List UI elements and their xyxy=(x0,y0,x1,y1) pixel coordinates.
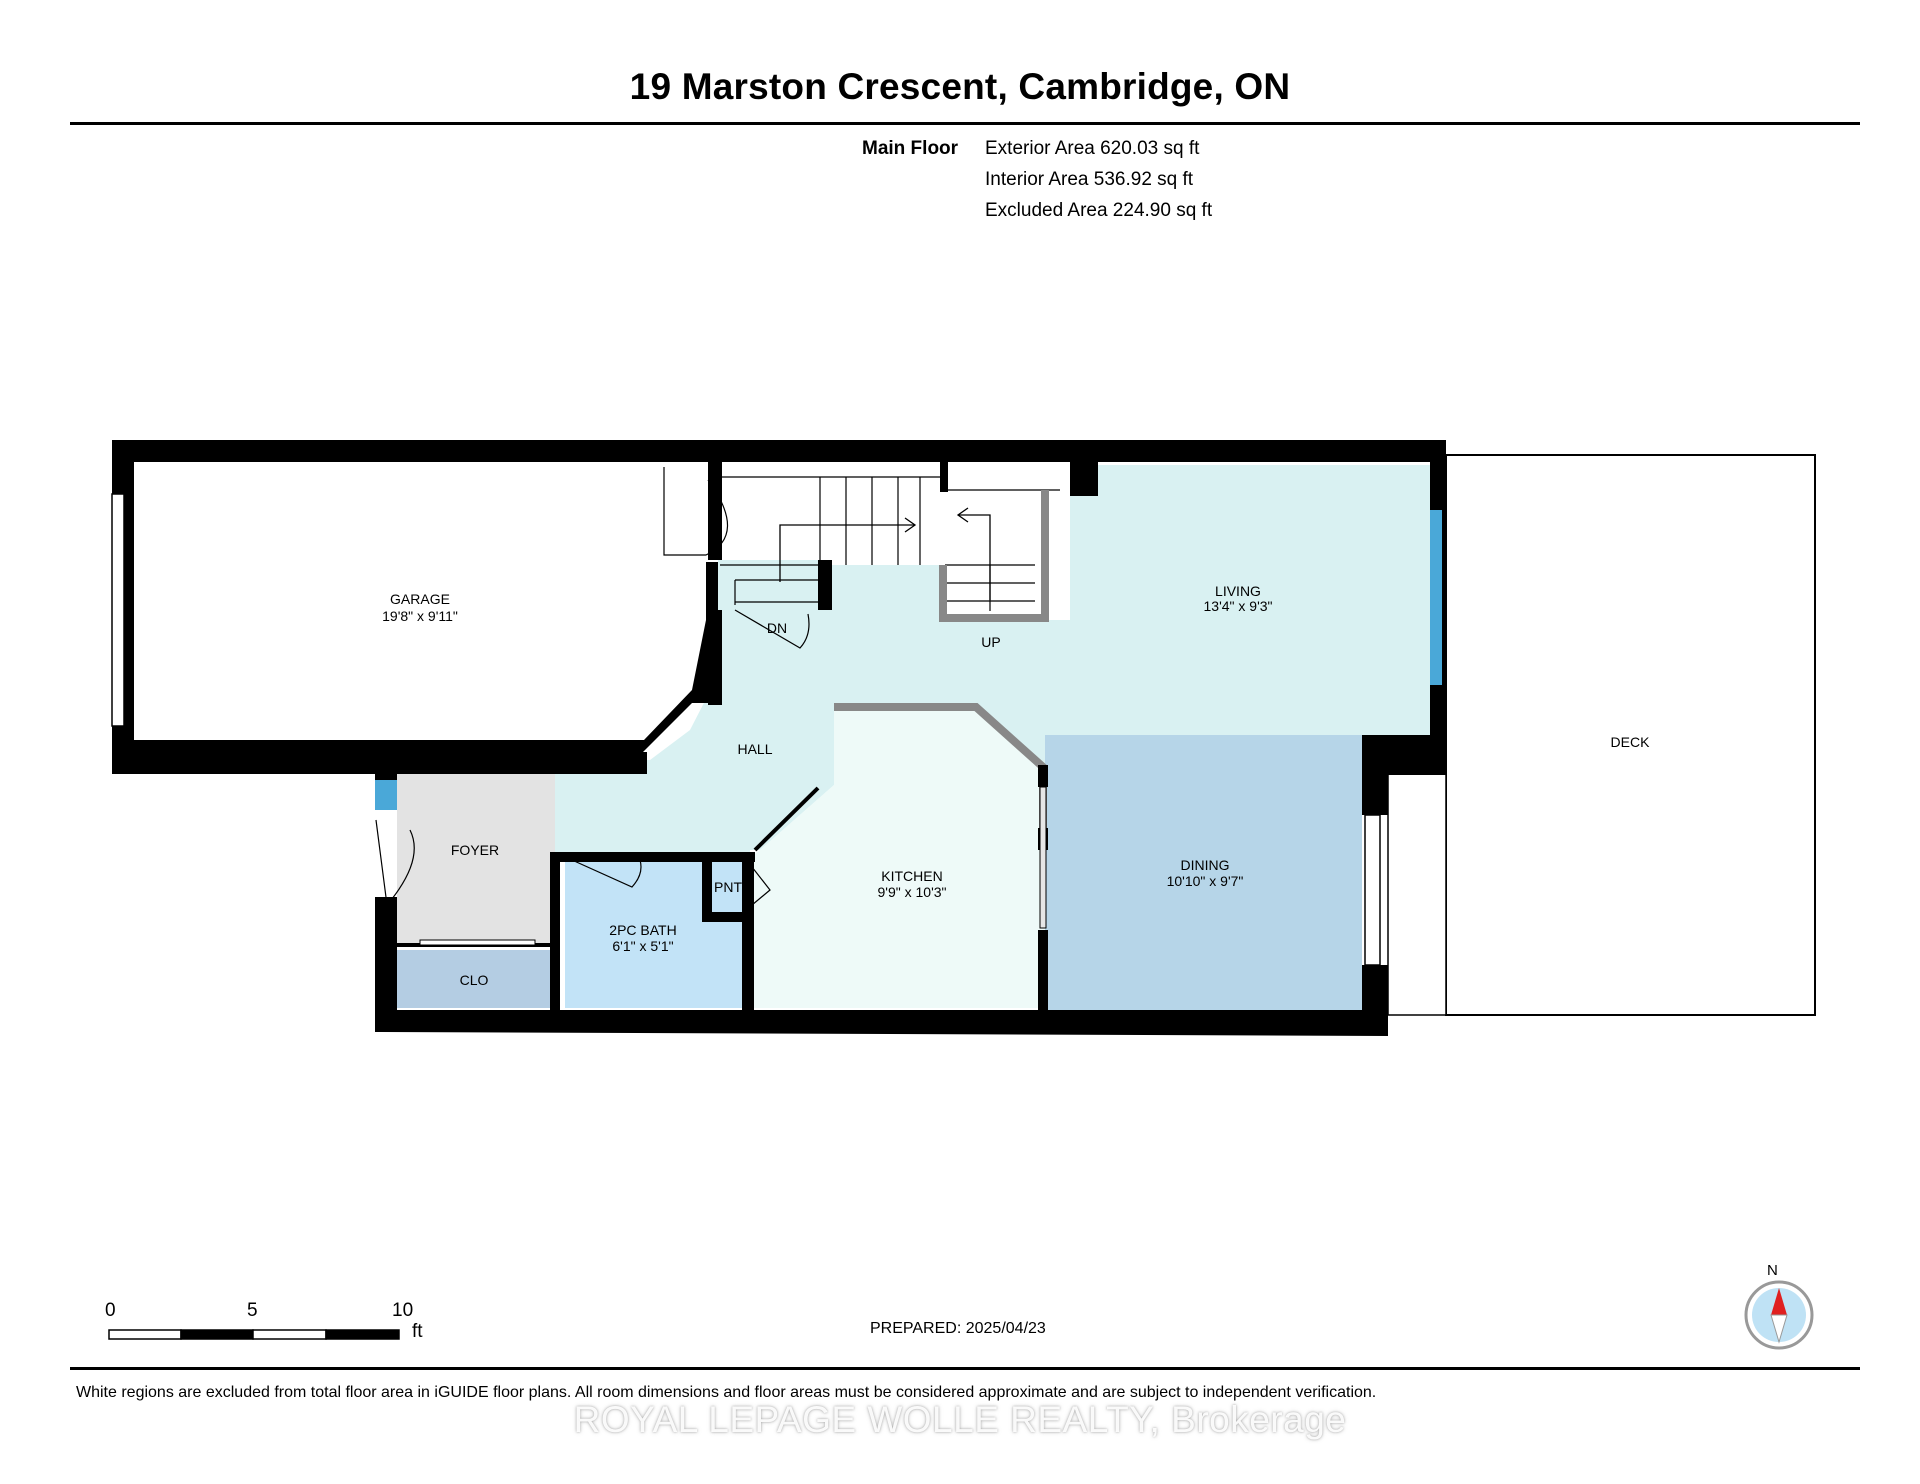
scale-label-0: 0 xyxy=(105,1300,116,1321)
compass-icon xyxy=(1744,1280,1814,1350)
hall-label: HALL xyxy=(737,741,772,757)
scale-unit: ft xyxy=(412,1321,423,1342)
closet-sliding-door xyxy=(419,939,536,946)
disclaimer-text: White regions are excluded from total fl… xyxy=(76,1384,1377,1401)
header-divider xyxy=(70,122,1860,125)
stairs-down xyxy=(718,468,940,605)
living-window xyxy=(1430,510,1442,685)
scale-label-5: 5 xyxy=(247,1300,258,1321)
foyer-floor xyxy=(397,765,555,945)
dining-window xyxy=(1364,814,1381,966)
excluded-area: Excluded Area 224.90 sq ft xyxy=(985,200,1213,221)
dining-sliding-door xyxy=(1039,786,1047,929)
bath-dims: 6'1" x 5'1" xyxy=(612,938,673,954)
living-dims: 13'4" x 9'3" xyxy=(1204,598,1273,614)
hall-living-floor xyxy=(555,465,1432,855)
foyer-window xyxy=(375,780,397,810)
foyer-label: FOYER xyxy=(451,842,499,858)
dining-dims: 10'10" x 9'7" xyxy=(1167,873,1244,889)
dining-floor xyxy=(1045,735,1362,1010)
interior-area: Interior Area 536.92 sq ft xyxy=(985,169,1194,190)
kitchen-dims: 9'9" x 10'3" xyxy=(878,884,947,900)
compass-north-label: N xyxy=(1767,1262,1778,1279)
stairs-down-label: DN xyxy=(767,620,787,636)
floor-name: Main Floor xyxy=(862,138,959,159)
bath-label: 2PC BATH xyxy=(609,922,676,938)
exterior-area: Exterior Area 620.03 sq ft xyxy=(985,138,1200,159)
stairs-up xyxy=(945,470,1070,620)
stairs-up-label: UP xyxy=(981,634,1000,650)
garage-window xyxy=(111,493,125,727)
garage-label: GARAGE xyxy=(390,591,450,607)
scale-label-10: 10 xyxy=(392,1300,414,1321)
deck-side-gap xyxy=(1387,771,1447,1016)
living-label: LIVING xyxy=(1215,583,1261,599)
pantry-floor xyxy=(712,864,746,912)
kitchen-label: KITCHEN xyxy=(881,868,942,884)
prepared-date: PREPARED: 2025/04/23 xyxy=(870,1320,1046,1337)
scale-bar xyxy=(108,1329,400,1340)
brokerage-watermark: ROYAL LEPAGE WOLLE REALTY, Brokerage xyxy=(573,1399,1347,1440)
stair-rail xyxy=(939,490,1049,622)
kitchen-opening xyxy=(753,786,820,852)
pnt-label: PNT xyxy=(714,879,742,895)
clo-floor xyxy=(397,950,551,1008)
deck-area xyxy=(1445,454,1816,1016)
page-title: 19 Marston Crescent, Cambridge, ON xyxy=(629,66,1291,107)
kitchen-floor xyxy=(753,705,1045,1008)
footer-divider xyxy=(70,1367,1860,1370)
clo-label: CLO xyxy=(460,972,489,988)
dining-label: DINING xyxy=(1181,857,1230,873)
garage-floor xyxy=(134,462,708,750)
garage-dims: 19'8" x 9'11" xyxy=(382,608,458,624)
deck-label: DECK xyxy=(1611,734,1651,750)
